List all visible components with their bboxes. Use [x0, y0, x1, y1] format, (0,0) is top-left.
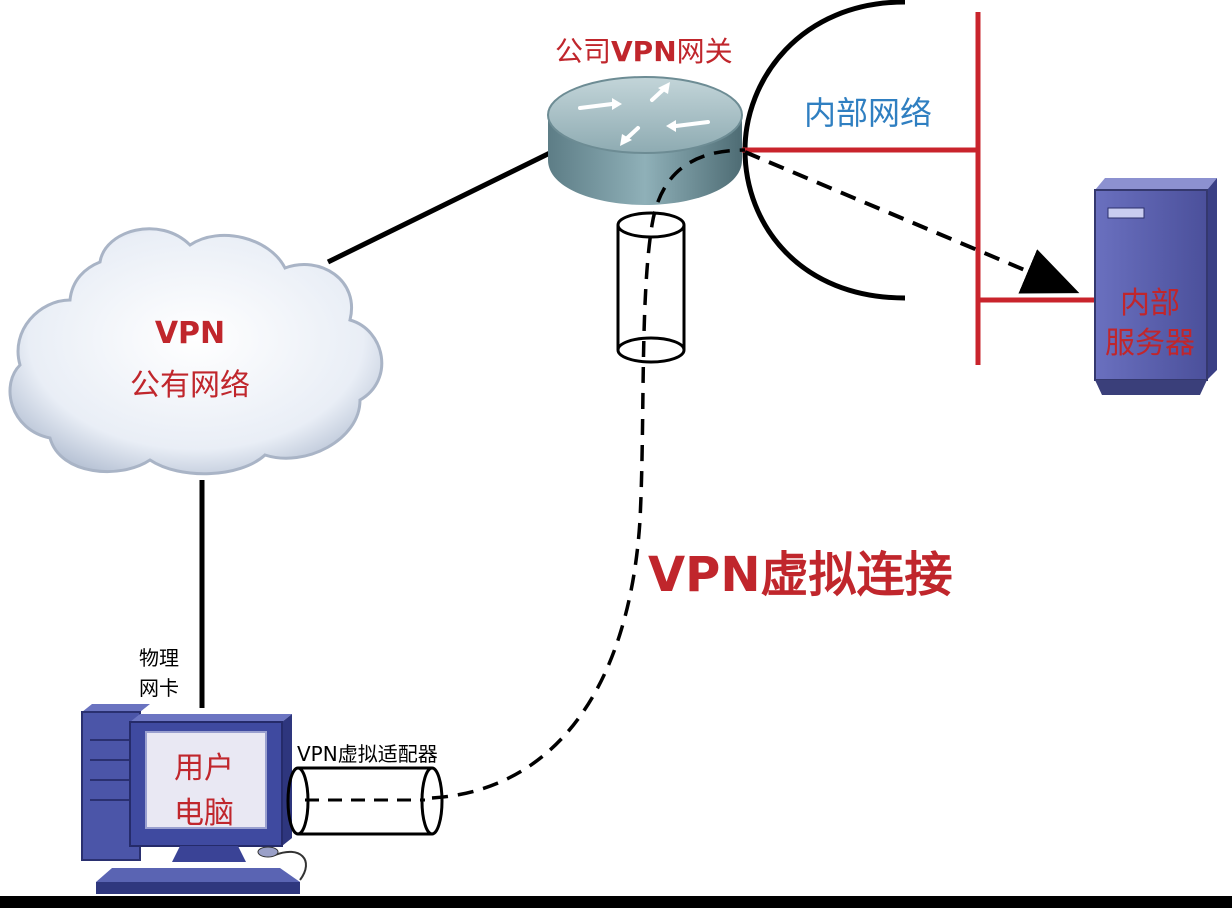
gateway-label-prefix: 公司 — [555, 35, 612, 68]
gateway-label-suffix: 网关 — [676, 35, 733, 68]
router-icon — [547, 76, 743, 205]
internal-network-label: 内部网络 — [804, 94, 933, 132]
nic-label-line2: 网卡 — [139, 676, 179, 700]
gateway-label: 公司VPN网关 — [555, 30, 733, 70]
vpn-virtual-connection-path — [431, 148, 746, 800]
adapter-label: VPN虚拟适配器 — [297, 742, 438, 766]
server-icon — [1094, 178, 1217, 395]
cloud-to-gateway-link — [326, 145, 562, 265]
vpn-tunnel-gateway — [616, 211, 686, 364]
server-label-line2: 服务器 — [1105, 326, 1195, 361]
internal-network-bus — [742, 12, 1095, 365]
vpn-tunnel-adapter — [286, 766, 444, 836]
cloud-subtitle: 公有网络 — [130, 368, 250, 403]
route-to-server-arrow — [744, 150, 1080, 294]
cloud-icon — [8, 227, 384, 476]
bottom-border — [0, 896, 1232, 908]
user-pc-label-line2: 电脑 — [174, 796, 234, 831]
user-pc-label-line1: 用户 — [174, 751, 234, 786]
nic-label-line1: 物理 — [139, 646, 179, 670]
cloud-title: VPN — [154, 316, 226, 351]
gateway-label-vpn: VPN — [611, 35, 677, 68]
virtual-connection-label: VPN虚拟连接 — [648, 547, 953, 603]
desktop-computer-icon — [81, 704, 307, 894]
server-label-line1: 内部 — [1120, 286, 1180, 321]
